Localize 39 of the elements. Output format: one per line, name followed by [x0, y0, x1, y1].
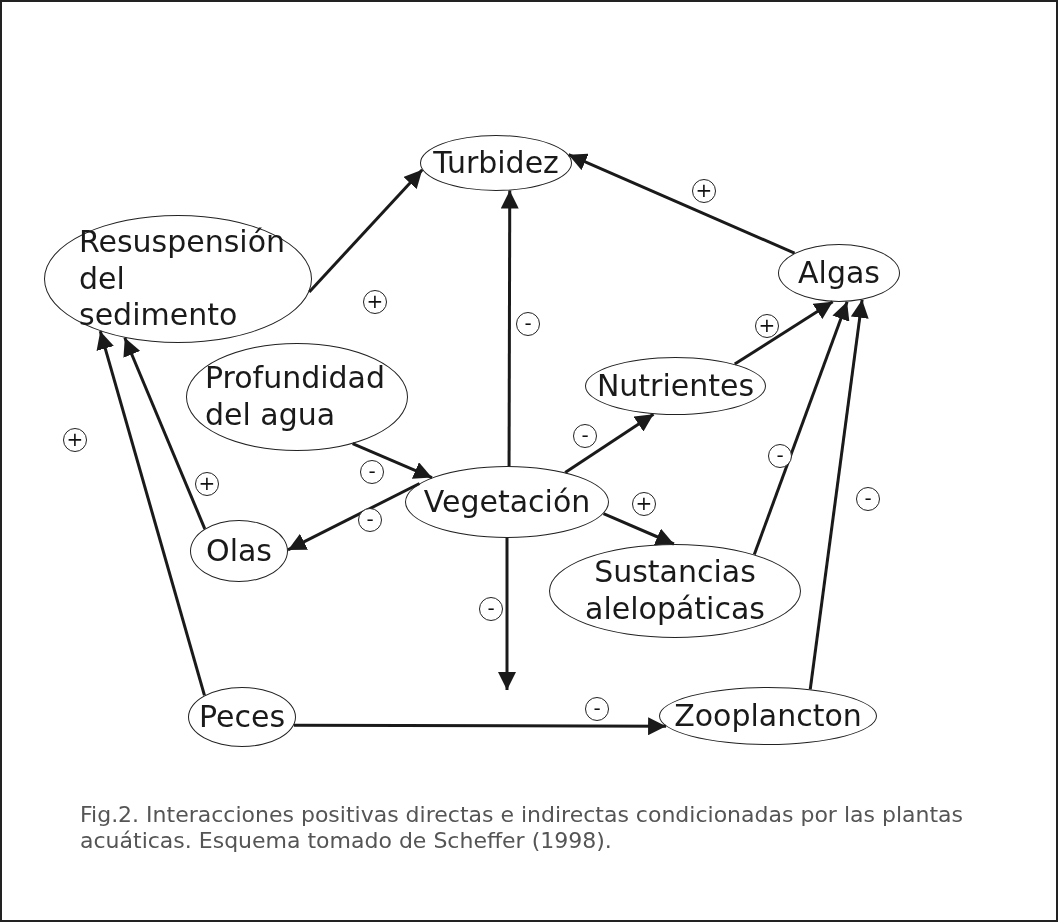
- arrow: [293, 717, 667, 736]
- arrow: [808, 299, 869, 690]
- node-label: Nutrientes: [595, 367, 756, 405]
- edge-label: -: [358, 508, 382, 532]
- arrow: [733, 300, 834, 366]
- edge-label: +: [755, 314, 779, 338]
- arrow: [96, 330, 206, 696]
- node-label: Vegetación: [422, 483, 592, 521]
- node-label: Sustancias alelopáticas: [584, 554, 766, 628]
- node-label: Zooplancton: [673, 697, 863, 735]
- edge-label: -: [768, 444, 792, 468]
- edge-label: +: [632, 492, 656, 516]
- arrow: [123, 337, 207, 530]
- arrow: [564, 412, 655, 474]
- edge-label: +: [363, 290, 387, 314]
- edge-label: +: [195, 472, 219, 496]
- arrow: [287, 482, 421, 552]
- node-label: Resuspensión del sedimento: [79, 224, 287, 334]
- arrow: [568, 153, 796, 255]
- arrow: [498, 538, 516, 690]
- arrow: [500, 190, 519, 466]
- caption: Fig.2. Interacciones positivas directas e indirectas condicionadas por las plantas acuáticas. Esquema tomado de Scheffer (1998).: [80, 802, 965, 855]
- node-label: Algas: [797, 254, 881, 292]
- node-label: Profundidad del agua: [205, 360, 387, 434]
- edge-label: -: [360, 460, 384, 484]
- node-label: Olas: [205, 532, 273, 570]
- node-label: Turbidez: [432, 144, 560, 182]
- edge-label: -: [573, 424, 597, 448]
- arrow: [602, 512, 675, 546]
- edge-label: +: [692, 179, 716, 203]
- edge-label: -: [856, 487, 880, 511]
- arrow: [752, 301, 850, 555]
- arrow: [352, 442, 433, 479]
- node-label: Peces: [197, 698, 287, 736]
- arrow: [308, 168, 424, 293]
- edge-label: -: [479, 597, 503, 621]
- edge-label: -: [516, 312, 540, 336]
- edge-label: -: [585, 697, 609, 721]
- edge-label: +: [63, 428, 87, 452]
